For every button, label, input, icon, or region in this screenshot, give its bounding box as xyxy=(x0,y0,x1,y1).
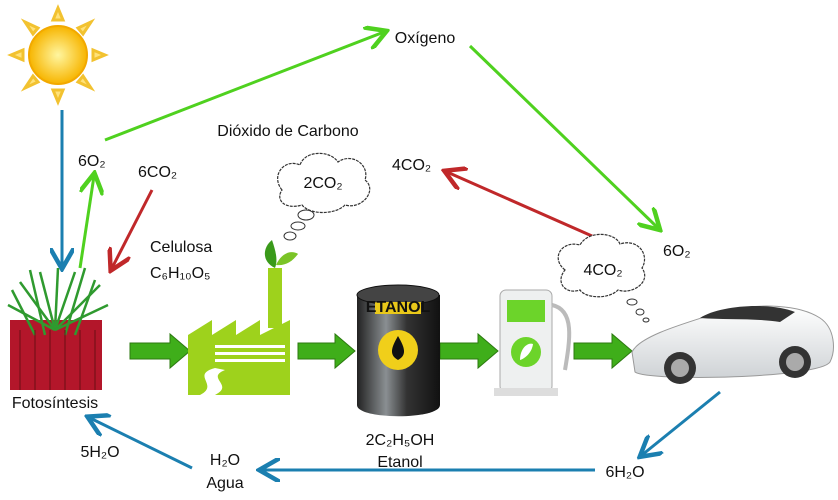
ethanol-formula: 2C₂H₅OH xyxy=(366,432,435,449)
co2-absorb-arrow xyxy=(112,189,154,268)
cellulose-formula: C₆H₁₀O₅ xyxy=(150,265,211,282)
car-water-arrow xyxy=(642,390,721,455)
process-arrow-4 xyxy=(573,332,633,370)
water-name-label: Agua xyxy=(206,475,243,492)
ethanol-label: Etanol xyxy=(377,454,422,471)
process-arrow-1 xyxy=(129,332,191,370)
sugarcane-icon xyxy=(7,267,109,390)
barrel-label: ETANOL xyxy=(366,299,431,316)
factory-icon xyxy=(188,209,315,395)
co2-cloud-factory: 2CO₂ xyxy=(277,152,371,214)
sun-icon xyxy=(7,4,109,106)
o2-right-label: 6O₂ xyxy=(663,243,691,260)
co2-left-label: 6CO₂ xyxy=(138,164,177,181)
water-6-label: 6H₂O xyxy=(605,464,644,481)
cloud-car-label: 4CO₂ xyxy=(583,262,622,279)
ethanol-barrel-icon: ETANOL xyxy=(356,284,440,417)
car-co2-arrow xyxy=(447,172,593,238)
o2-left-label: 6O₂ xyxy=(78,153,106,170)
oxygen-to-car-arrow xyxy=(468,44,658,228)
process-arrow-2 xyxy=(297,332,356,370)
water-label: H₂O xyxy=(210,452,240,469)
o2-release-arrow xyxy=(78,176,94,269)
water-5-label: 5H₂O xyxy=(80,444,119,461)
photosynthesis-label: Fotosíntesis xyxy=(12,395,98,412)
water-to-plant-arrow xyxy=(90,418,193,470)
process-arrow-3 xyxy=(439,332,499,370)
co2-title-label: Dióxido de Carbono xyxy=(217,123,359,140)
co2-mid-label: 4CO₂ xyxy=(392,157,431,174)
cloud-factory-label: 2CO₂ xyxy=(303,175,342,192)
oxygen-label: Oxígeno xyxy=(395,30,456,47)
car-icon xyxy=(631,305,834,384)
co2-cloud-car: 4CO₂ xyxy=(557,233,650,323)
cellulose-label: Celulosa xyxy=(150,239,212,256)
fuel-pump-icon xyxy=(494,289,572,396)
o2-to-oxygen-arrow xyxy=(104,32,384,142)
